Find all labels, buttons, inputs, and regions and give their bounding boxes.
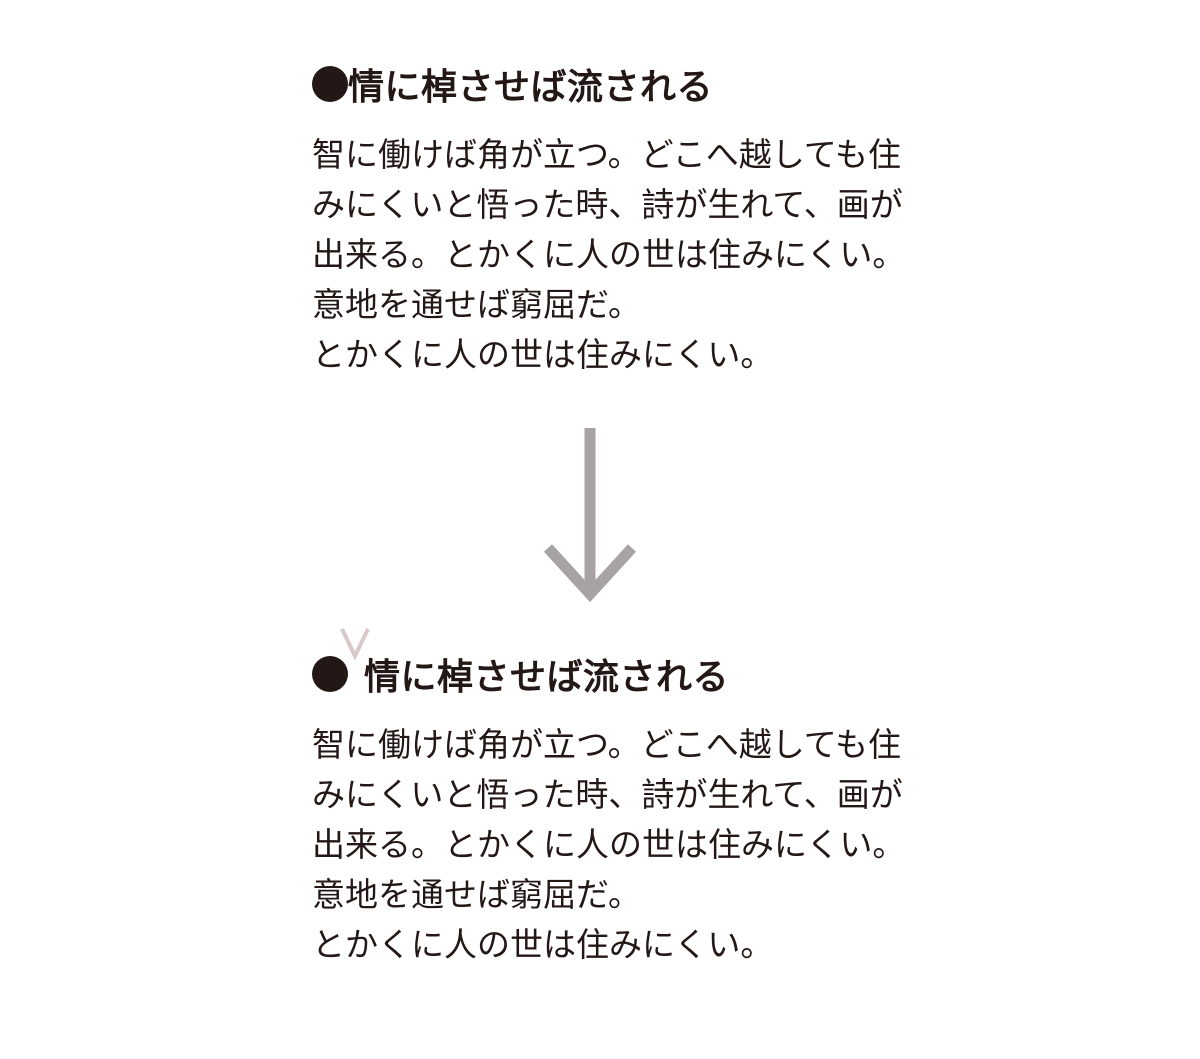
- body-before: 智に働けば角が立つ。どこへ越しても住 みにくいと悟った時、詩が生れて、画が 出来…: [312, 130, 1032, 380]
- body-after: 智に働けば角が立つ。どこへ越しても住 みにくいと悟った時、詩が生れて、画が 出来…: [312, 720, 1032, 970]
- insert-caret-icon: [340, 628, 370, 660]
- body-before-line: 出来る。とかくに人の世は住みにくい。: [312, 235, 906, 274]
- body-after-line: 智に働けば角が立つ。どこへ越しても住: [312, 725, 902, 764]
- bullet-icon: [312, 656, 348, 692]
- body-after-line: とかくに人の世は住みにくい。: [312, 925, 774, 964]
- heading-before-text: 情に棹させば流される: [348, 67, 714, 108]
- arrow-down-icon: [543, 428, 637, 603]
- heading-after: 情に棹させば流される: [312, 648, 1032, 700]
- body-before-line: 意地を通せば窮屈だ。: [312, 285, 642, 324]
- body-after-line: 出来る。とかくに人の世は住みにくい。: [312, 825, 906, 864]
- body-after-line: 意地を通せば窮屈だ。: [312, 875, 642, 914]
- body-after-line: みにくいと悟った時、詩が生れて、画が: [312, 775, 903, 814]
- heading-before: 情に棹させば流される: [312, 58, 1032, 110]
- heading-after-text: 情に棹させば流される: [364, 657, 730, 698]
- body-before-line: 智に働けば角が立つ。どこへ越しても住: [312, 135, 902, 174]
- bullet-icon: [312, 66, 348, 102]
- body-before-line: みにくいと悟った時、詩が生れて、画が: [312, 185, 903, 224]
- example-before: 情に棹させば流される 智に働けば角が立つ。どこへ越しても住 みにくいと悟った時、…: [312, 58, 1032, 380]
- example-after: 情に棹させば流される 智に働けば角が立つ。どこへ越しても住 みにくいと悟った時、…: [312, 648, 1032, 970]
- body-before-line: とかくに人の世は住みにくい。: [312, 335, 774, 374]
